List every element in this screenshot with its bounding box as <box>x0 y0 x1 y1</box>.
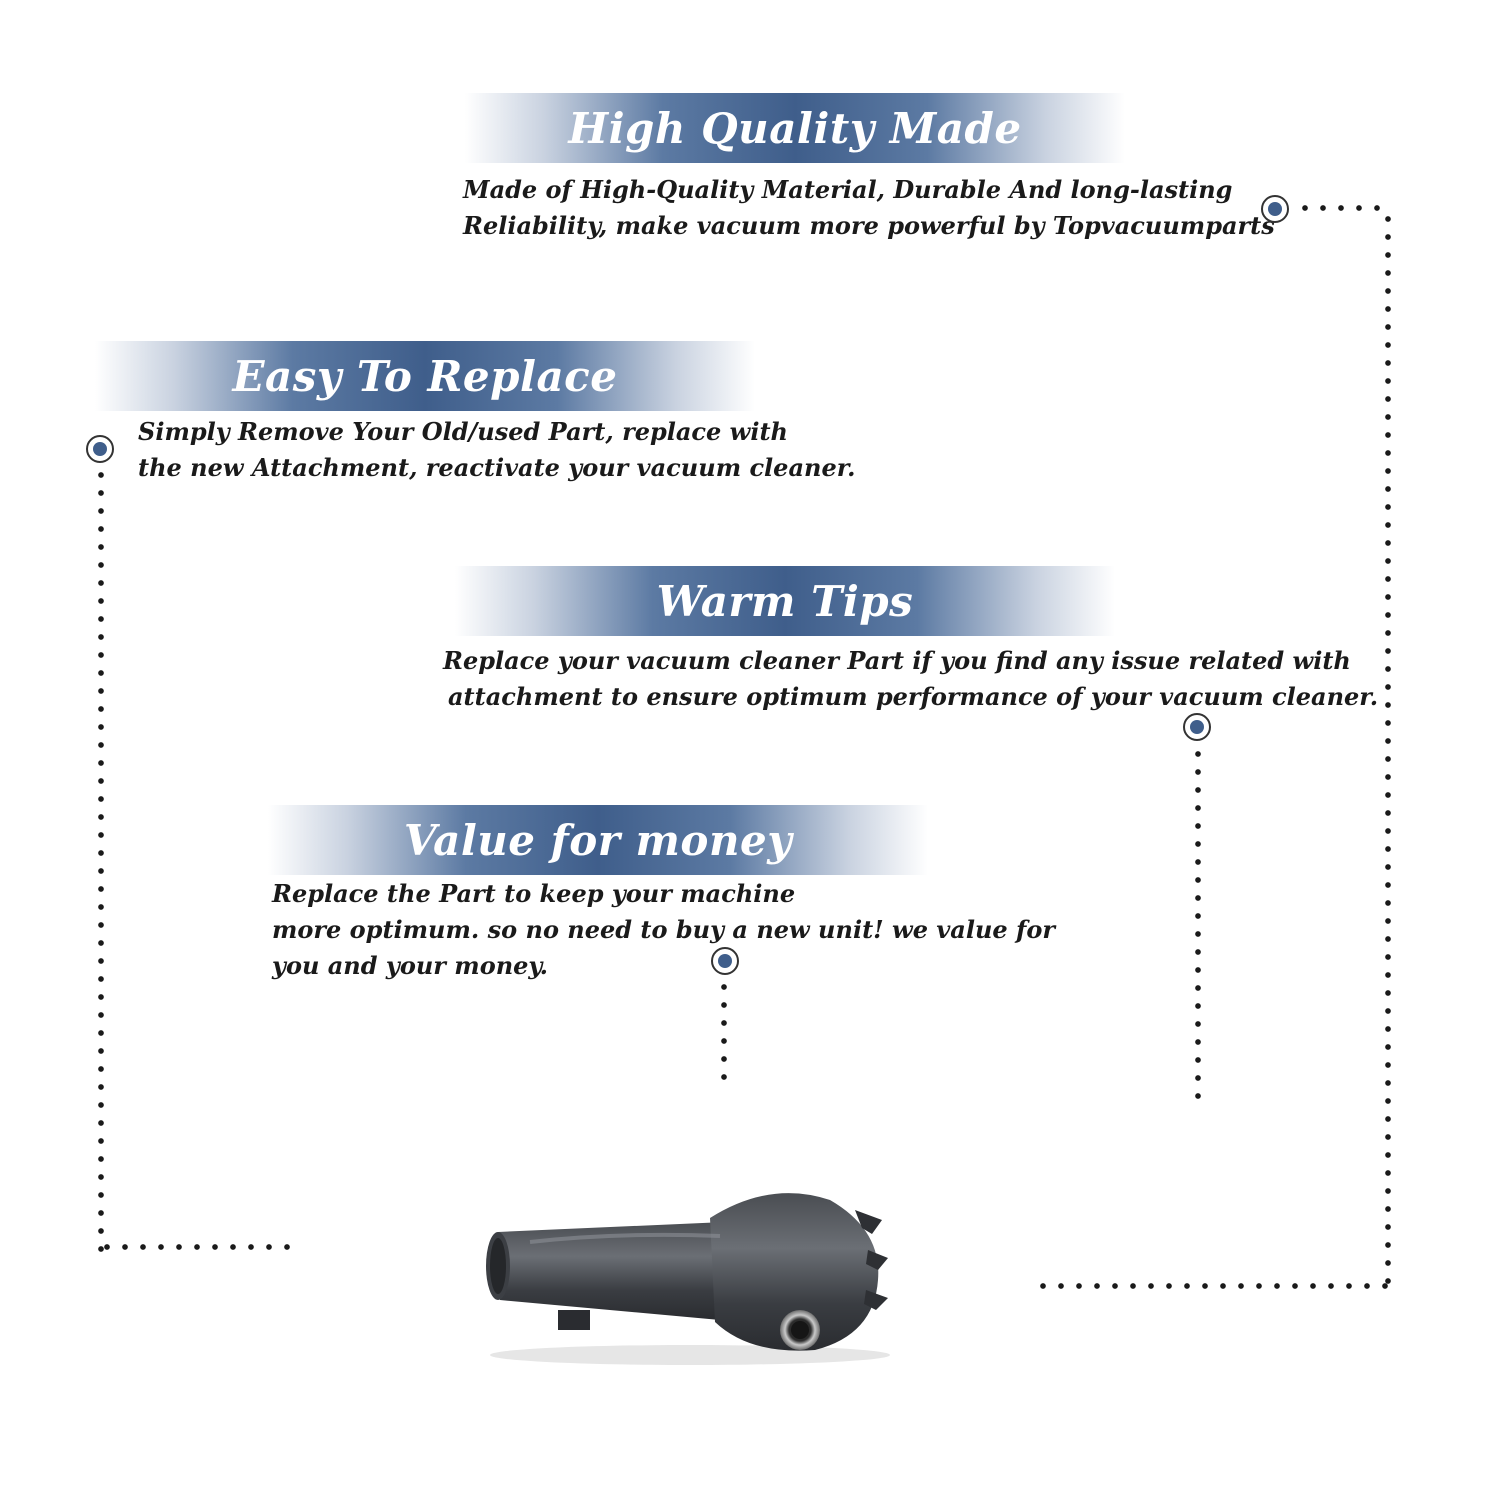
section-description: Replace the Part to keep your machine mo… <box>272 876 1055 984</box>
description-line: the new Attachment, reactivate your vacu… <box>138 453 856 482</box>
connector-dots <box>1195 745 1201 1105</box>
description-line: you and your money. <box>272 951 548 980</box>
description-line: Simply Remove Your Old/used Part, replac… <box>138 417 788 446</box>
banner-easy-replace: Easy To Replace <box>95 341 755 411</box>
marker-high-quality-icon <box>1261 195 1289 223</box>
section-description: Simply Remove Your Old/used Part, replac… <box>138 414 856 486</box>
marker-warm-tips-icon <box>1183 713 1211 741</box>
connector-dots <box>1296 205 1386 211</box>
marker-value-money-icon <box>711 947 739 975</box>
section-title: Warm Tips <box>656 576 914 626</box>
marker-easy-replace-icon <box>86 435 114 463</box>
connector-dots <box>98 466 104 1252</box>
description-line: more optimum. so no need to buy a new un… <box>272 915 1055 944</box>
banner-warm-tips: Warm Tips <box>455 566 1115 636</box>
banner-high-quality: High Quality Made <box>465 93 1125 163</box>
section-description: Replace your vacuum cleaner Part if you … <box>443 643 1378 715</box>
description-line: Reliability, make vacuum more powerful b… <box>463 211 1275 240</box>
connector-dots <box>1385 210 1391 1292</box>
description-line: Replace your vacuum cleaner Part if you … <box>443 646 1351 675</box>
description-line: Made of High-Quality Material, Durable A… <box>463 175 1233 204</box>
connector-dots <box>721 978 727 1092</box>
vacuum-attachment-icon <box>486 1193 890 1365</box>
section-title: High Quality Made <box>568 103 1022 153</box>
description-line: attachment to ensure optimum performance… <box>448 682 1379 711</box>
banner-value-money: Value for money <box>268 805 928 875</box>
connector-dots <box>98 1244 298 1250</box>
connector-dots <box>1034 1283 1392 1289</box>
section-title: Value for money <box>403 815 793 865</box>
description-line: Replace the Part to keep your machine <box>272 879 796 908</box>
section-description: Made of High-Quality Material, Durable A… <box>463 172 1275 244</box>
section-title: Easy To Replace <box>232 351 618 401</box>
